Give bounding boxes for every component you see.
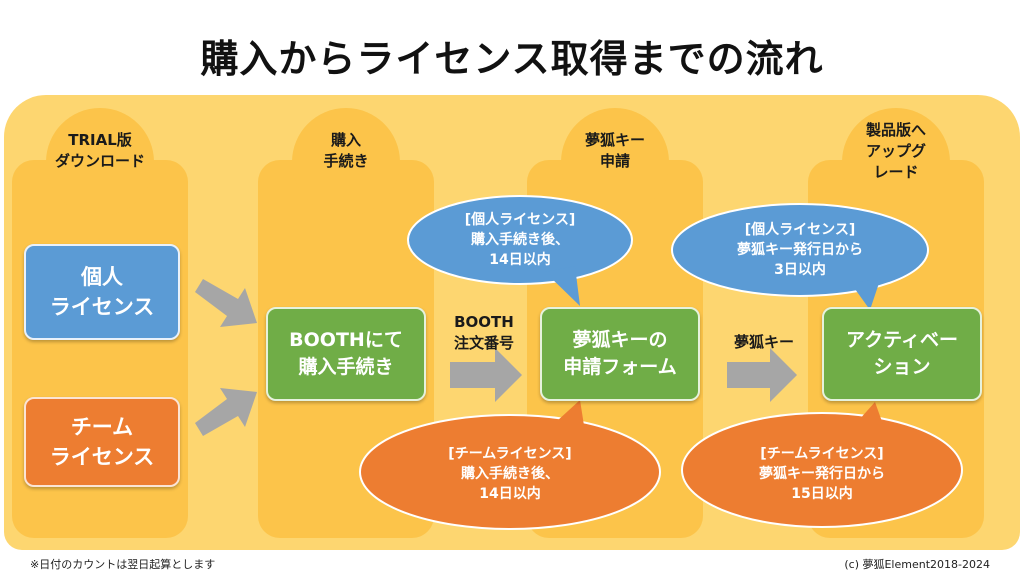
bubble-text-apply-team: [チームライセンス] 購入手続き後、 14日以内 (400, 444, 620, 504)
arrow-form-to-activation-icon (727, 348, 797, 402)
bubble-line: 夢狐キー発行日から (759, 466, 885, 482)
arrow-booth-to-form-icon (450, 348, 522, 402)
stage-label-line: 購入 (330, 131, 361, 149)
stage-label-line: 製品版へ (865, 121, 926, 139)
bubble-text-upgrade-personal: [個人ライセンス] 夢狐キー発行日から 3日以内 (690, 220, 910, 280)
stage-label-line: 夢狐キー (584, 131, 645, 149)
arrow-team-to-booth-icon (195, 388, 257, 436)
stage-label-trial: TRIAL版 ダウンロード (30, 130, 170, 172)
box-line: アクティベー (846, 329, 958, 351)
bubble-text-upgrade-team: [チームライセンス] 夢狐キー発行日から 15日以内 (712, 444, 932, 504)
box-line: ション (873, 356, 931, 378)
stage-label-line: 手続き (323, 152, 369, 170)
box-line: ライセンス (49, 295, 155, 319)
bubble-line: 15日以内 (791, 486, 853, 502)
arrow-label-line: 夢狐キー (733, 333, 794, 351)
box-line: ライセンス (49, 445, 155, 469)
arrow-label-booth-order: BOOTH 注文番号 (434, 312, 534, 354)
box-line: 申請フォーム (563, 356, 677, 378)
stage-label-line: TRIAL版 (68, 131, 132, 149)
bubble-line: [チームライセンス] (760, 446, 884, 462)
bubble-upgrade-personal (671, 203, 929, 310)
bubble-line: [個人ライセンス] (744, 222, 856, 238)
stage-label-line: ダウンロード (54, 152, 145, 170)
box-line: チーム (70, 415, 134, 439)
page-title: 購入からライセンス取得までの流れ (200, 37, 824, 81)
stage-circle-upgrade (842, 108, 950, 216)
team-license-box: チーム ライセンス (24, 397, 180, 487)
arrow-personal-to-booth-icon (195, 279, 257, 327)
stage-label-upgrade: 製品版へ アップグ レード (826, 120, 966, 183)
bubble-upgrade-team (681, 402, 963, 528)
stage-label-apply: 夢狐キー 申請 (545, 130, 685, 172)
booth-purchase-box: BOOTHにて 購入手続き (266, 307, 426, 401)
stage-circle-purchase (292, 108, 400, 216)
bubble-line: 3日以内 (774, 262, 826, 278)
personal-license-box: 個人 ライセンス (24, 244, 180, 340)
stage-label-line: アップグ (865, 142, 926, 160)
activation-box: アクティベー ション (822, 307, 982, 401)
stage-circle-trial (46, 108, 154, 216)
bubble-line: 14日以内 (479, 486, 541, 502)
bubble-line: [チームライセンス] (448, 446, 572, 462)
stage-label-purchase: 購入 手続き (276, 130, 416, 172)
bubble-apply-team (359, 400, 661, 530)
bubble-apply-personal (407, 195, 633, 306)
stage-circle-apply (561, 108, 669, 216)
box-line: 個人 (81, 265, 123, 289)
box-line: 購入手続き (298, 356, 394, 378)
arrow-label-key: 夢狐キー (714, 332, 814, 353)
box-line: 夢狐キーの (572, 329, 668, 351)
stage-label-line: レード (873, 163, 919, 181)
bubble-line: 購入手続き後、 (471, 232, 569, 248)
bubble-line: 夢狐キー発行日から (737, 242, 863, 258)
bubble-line: 14日以内 (489, 252, 551, 268)
bubble-text-apply-personal: [個人ライセンス] 購入手続き後、 14日以内 (420, 210, 620, 270)
arrow-label-line: 注文番号 (453, 334, 514, 352)
stage-label-line: 申請 (599, 152, 630, 170)
bubble-line: [個人ライセンス] (464, 212, 576, 228)
arrow-label-line: BOOTH (454, 313, 514, 331)
key-application-form-box: 夢狐キーの 申請フォーム (540, 307, 700, 401)
box-line: BOOTHにて (289, 329, 403, 351)
copyright: (c) 夢狐Element2018-2024 (844, 558, 990, 571)
bubble-line: 購入手続き後、 (461, 466, 559, 482)
footnote: ※日付のカウントは翌日起算とします (30, 558, 216, 571)
